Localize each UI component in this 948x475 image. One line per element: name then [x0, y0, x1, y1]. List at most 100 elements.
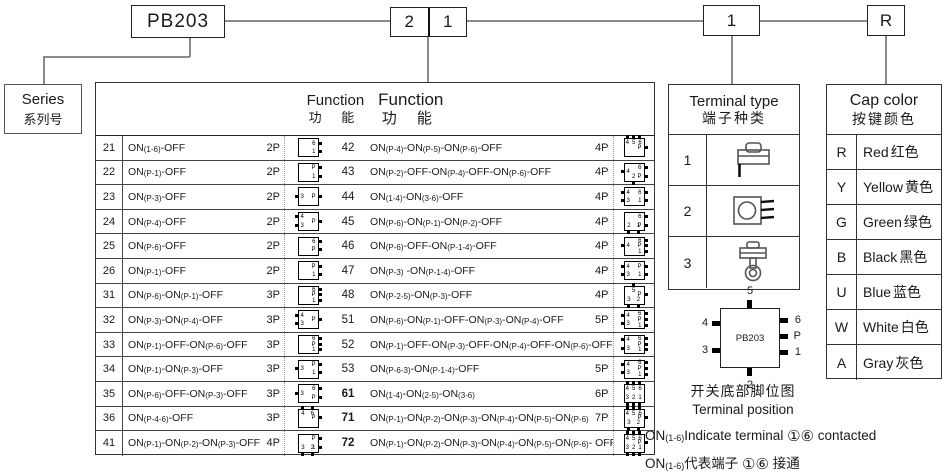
chip-label: PB203: [735, 332, 765, 344]
terminal-code-box: 1: [703, 5, 760, 36]
function-code: 42: [341, 141, 355, 154]
pole-count: 3P: [266, 363, 280, 376]
pcb-terminal-icon: [707, 135, 799, 185]
function-code-left: 2: [391, 8, 430, 36]
series-label-en: Series: [21, 90, 65, 108]
pin-label: 4: [702, 316, 709, 329]
pole-count: 4P: [595, 240, 609, 253]
solder-lug-terminal-icon: [707, 237, 799, 288]
function-description: ON(P-1)-OFF-ON(P-3)-OFF-ON(P-4)-OFF-ON(P…: [370, 338, 613, 351]
pole-count: 5P: [595, 363, 609, 376]
note-terminal-zh: ON(1-6)代表端子 ①⑥ 接通: [645, 456, 800, 473]
pole-count: 5P: [595, 313, 609, 326]
pole-count: 4P: [595, 215, 609, 228]
pole-count: 3P: [266, 412, 280, 425]
function-code: 23: [96, 185, 123, 209]
function-code: 26: [96, 258, 123, 283]
function-code: 61: [341, 387, 355, 400]
function-row: 52 ON(P-1)-OFF-ON(P-3)-OFF-ON(P-4)-OFF-ON…: [331, 332, 655, 358]
function-code: 44: [341, 190, 355, 203]
color-code-letter: G: [827, 205, 857, 239]
function-description: ON(1-4)-ON(2-5)-ON(3-6)6P: [370, 387, 609, 400]
function-code: 32: [96, 308, 123, 332]
terminal-type-row: 1: [669, 135, 799, 186]
function-code: 52: [341, 338, 355, 351]
pole-count: 2P: [266, 264, 280, 277]
pole-count: 7P: [595, 412, 609, 425]
function-code: 71: [341, 412, 355, 425]
function-code: 48: [341, 289, 355, 302]
pole-count: 2P: [266, 215, 280, 228]
color-code-letter: R: [827, 135, 857, 169]
connector-line: [885, 36, 887, 84]
color-code-letter: U: [827, 275, 857, 309]
color-code-letter: W: [827, 310, 857, 344]
connector-line: [43, 56, 190, 58]
function-description: ON(P-1)-ON(P-2)-ON(P-3)-ON(P-4)-ON(P-5)-…: [370, 412, 609, 425]
pole-count: 2P: [266, 240, 280, 253]
function-code: 21: [96, 136, 123, 160]
pole-count: 2P: [266, 166, 280, 179]
pole-count: 4P: [595, 190, 609, 203]
pole-count: 6P: [595, 387, 609, 400]
function-code: 41: [96, 431, 123, 456]
pole-count: 3P: [266, 313, 280, 326]
function-code: 53: [341, 363, 355, 376]
function-header-1: Function 功 能: [306, 92, 365, 125]
